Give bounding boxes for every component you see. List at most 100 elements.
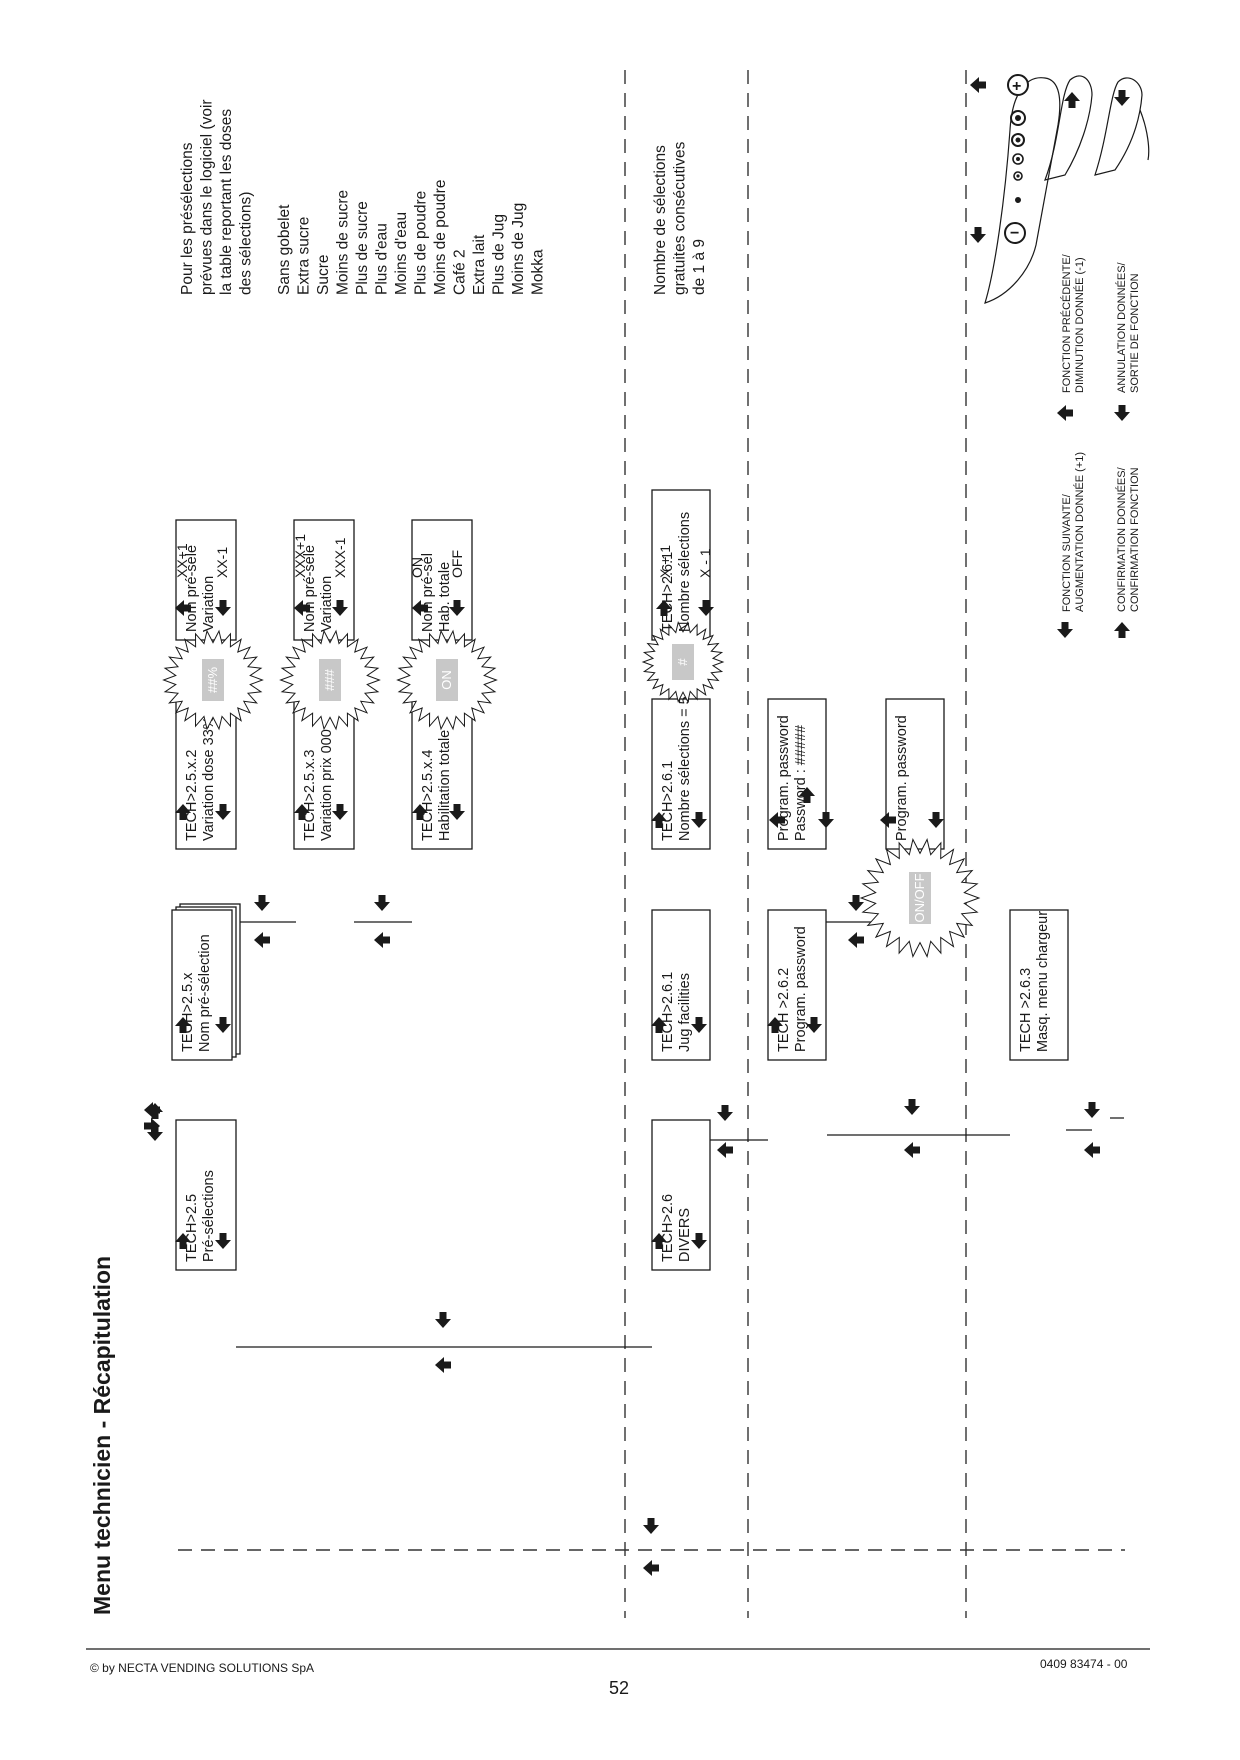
menu-box-line: Password : #####: [793, 725, 809, 841]
note-line: Plus d'eau: [374, 223, 391, 295]
arrow-down-icon: [435, 1312, 451, 1328]
note-line: Plus de Jug: [491, 214, 508, 295]
arrow-down-icon: [1084, 1102, 1100, 1118]
legend-cancel-icon: [1114, 405, 1130, 421]
page-title: Menu technicien - Récapitulation: [89, 1256, 115, 1615]
value-step-label: OFF: [449, 550, 465, 578]
menu-box-line: DIVERS: [677, 1208, 693, 1262]
value-badge-text: ON: [439, 670, 454, 690]
menu-box-line: Nom pré-sélection: [197, 934, 213, 1052]
note-line: Plus de poudre: [413, 191, 430, 295]
menu-box-line: TECH>2.5.x.4: [420, 750, 436, 841]
note-line: Nombre de sélections: [652, 145, 669, 295]
note-line: gratuites consécutives: [672, 141, 689, 295]
arrow-left-icon: [1084, 1142, 1100, 1158]
menu-box-line: Program. password: [894, 715, 910, 841]
note-line: Sucre: [315, 255, 332, 296]
note-line: Extra sucre: [296, 217, 313, 295]
keypad-arrow-icon: [970, 227, 986, 243]
value-badge: [909, 872, 931, 924]
value-step-label: ON: [409, 557, 425, 578]
value-badge-text: ##%: [205, 667, 220, 693]
keypad-arrow-icon: [970, 77, 986, 93]
separators: [178, 70, 1125, 1618]
arrow-down-icon: [374, 895, 390, 911]
menu-box-pwd2: ON/OFF Program. password: [859, 698, 981, 958]
arrow-left-icon: [643, 1560, 659, 1576]
menu-box-line: Habilitation totale: [437, 730, 453, 841]
value-badge: [672, 644, 694, 680]
note-line: prévues dans le logiciel (voir: [199, 99, 216, 295]
arrow-left-icon: [904, 1142, 920, 1158]
menu-box-line: TECH >2.6.3: [1018, 968, 1034, 1052]
footer-doc-code: 0409 83474 - 00: [1040, 1657, 1128, 1671]
value-step-label: X - 1: [697, 548, 713, 578]
note-line: Moins de poudre: [432, 180, 449, 295]
arrow-left-icon: [435, 1357, 451, 1373]
note-line: des sélections): [238, 192, 255, 295]
value-badge-text: ON/OFF: [912, 873, 927, 922]
footer-copyright: © by NECTA VENDING SOLUTIONS SpA: [90, 1661, 314, 1675]
note-line: Pour les présélections: [179, 142, 196, 295]
arrow-down-icon: [254, 895, 270, 911]
value-step-label: X + 1: [657, 545, 673, 578]
legend-next-label: FONCTION SUIVANTE/AUGMENTATION DONNÉE (+…: [1061, 452, 1086, 612]
arrow-left-icon: [374, 932, 390, 948]
arrow-down-icon: [904, 1099, 920, 1115]
menu-box-line: Variation prix 000: [319, 729, 335, 841]
note-line: de 1 à 9: [691, 239, 708, 295]
note-line: Mokka: [530, 249, 547, 295]
value-step-label: XX+1: [174, 543, 190, 578]
menu-box-line: Variation: [319, 576, 335, 632]
menu-box-line: Program. password: [793, 926, 809, 1052]
arrow-left-icon: [848, 932, 864, 948]
note-line: la table reportant les doses: [218, 109, 235, 295]
value-badge: [202, 659, 224, 701]
menu-box-line: Variation: [201, 576, 217, 632]
arrow-down-icon: [717, 1105, 733, 1121]
legend-confirm-icon: [1114, 622, 1130, 638]
value-step-label: XXX+1: [292, 534, 308, 578]
legend-prev-label: FONCTION PRÉCÉDENTE/DIMINUTION DONNÉE (-…: [1060, 253, 1086, 393]
menu-box-line: Masq. menu chargeur: [1035, 911, 1051, 1052]
note-line: Sans gobelet: [276, 204, 293, 295]
menu-box-line: TECH>2.5: [184, 1194, 200, 1262]
note-line: Café 2: [452, 249, 469, 295]
keypad-key-icon: [1114, 90, 1130, 106]
arrow-left-icon: [717, 1142, 733, 1158]
note-line: Plus de sucre: [354, 201, 371, 295]
value-badge-text: ###: [322, 668, 337, 690]
menu-box-line: Variation dose 33%: [201, 716, 217, 841]
menu-box-line: Nom pré-sél: [420, 553, 436, 632]
legend-confirm-label: CONFIRMATION DONNÉES/CONFIRMATION FONCTI…: [1115, 466, 1141, 612]
value-badge-text: #: [675, 658, 690, 666]
menu-box-line: TECH>2.5.x.3: [302, 750, 318, 841]
menu-box-line: TECH>2.6.1: [660, 761, 676, 841]
legend-cancel-label: ANNULATION DONNÉES/SORTIE DE FONCTION: [1115, 261, 1141, 393]
menu-box-line: Hab. totale: [437, 562, 453, 632]
svg-text:+: +: [1012, 78, 1021, 95]
legend-prev-icon: [1057, 405, 1073, 421]
value-step-label: XX-1: [214, 547, 230, 578]
menu-box-line: TECH>2.5.x: [180, 972, 196, 1052]
menu-box-line: Program. password: [776, 715, 792, 841]
menu-box-line: TECH >2.6.2: [776, 968, 792, 1052]
menu-box-line: Jug facilities: [677, 973, 693, 1052]
menu-box-line: Nombre sélections: [677, 512, 693, 632]
value-badge: [436, 659, 458, 701]
svg-text:−: −: [1010, 225, 1019, 242]
arrow-left-icon: [254, 932, 270, 948]
legend-next-icon: [1057, 622, 1073, 638]
menu-box-line: TECH>2.5.x.2: [184, 750, 200, 841]
